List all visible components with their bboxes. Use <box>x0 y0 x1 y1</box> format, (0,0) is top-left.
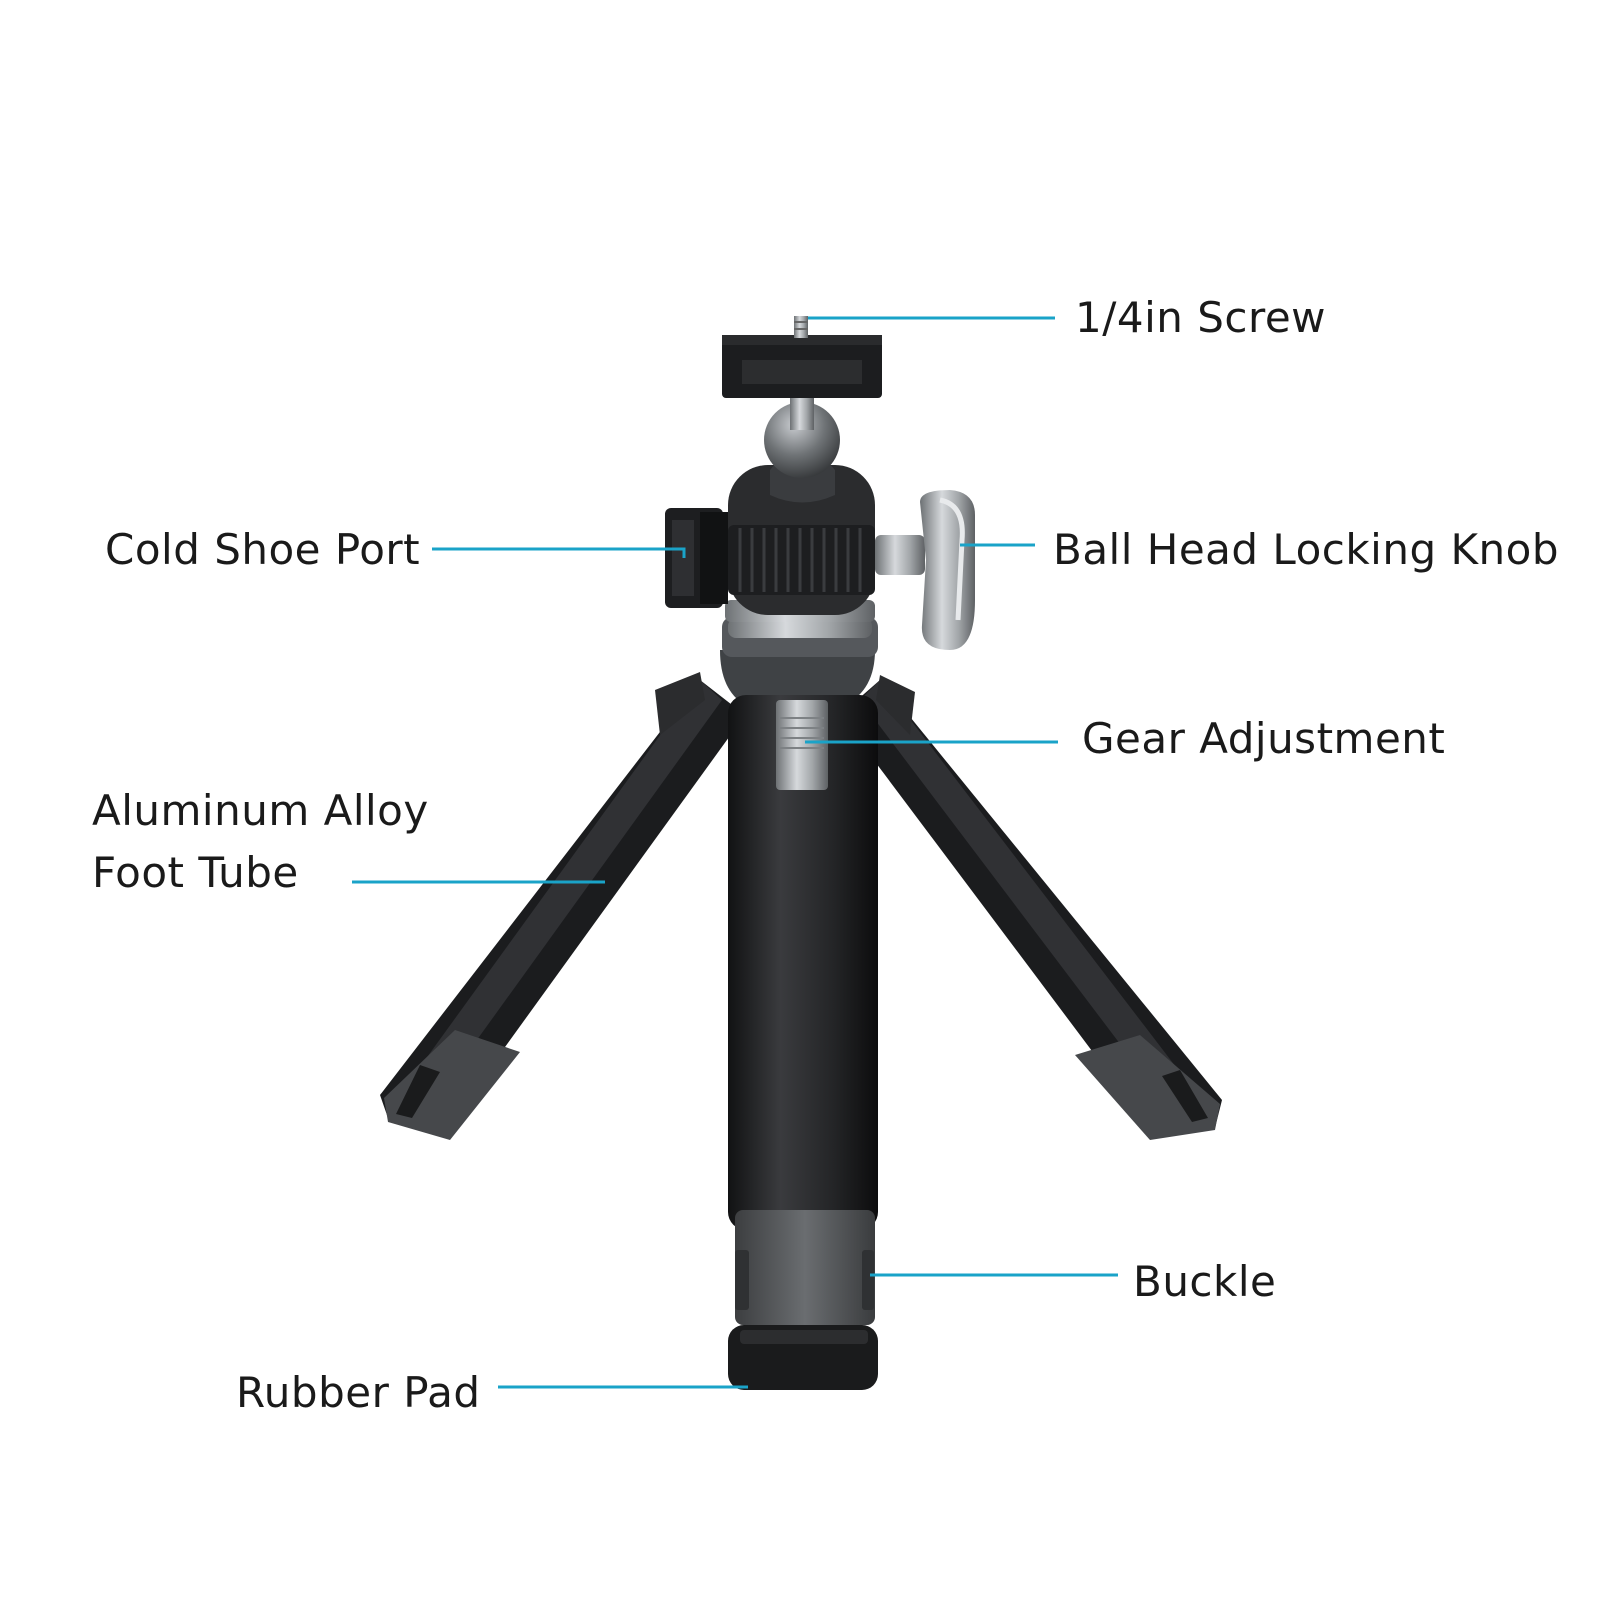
right-leg <box>840 675 1222 1140</box>
label-cold-shoe-port: Cold Shoe Port <box>105 525 421 574</box>
label-locking-knob: Ball Head Locking Knob <box>1053 525 1559 574</box>
callout-lines <box>352 316 1118 1389</box>
label-foot-tube-line1: Aluminum Alloy <box>92 786 429 835</box>
cold-shoe <box>665 508 728 608</box>
label-foot-tube-line2: Foot Tube <box>92 848 299 897</box>
callout-cold-shoe <box>432 547 686 558</box>
head-base <box>720 600 878 705</box>
label-rubber-pad: Rubber Pad <box>236 1368 481 1417</box>
gear-adjustment-tab <box>776 700 828 790</box>
ball-head <box>728 395 875 615</box>
center-column <box>728 695 878 1390</box>
label-gear-adjustment: Gear Adjustment <box>1082 714 1446 763</box>
label-buckle: Buckle <box>1133 1257 1277 1306</box>
locking-knob <box>875 490 975 650</box>
label-screw: 1/4in Screw <box>1075 293 1327 342</box>
top-plate <box>722 316 882 398</box>
left-leg <box>380 672 745 1140</box>
